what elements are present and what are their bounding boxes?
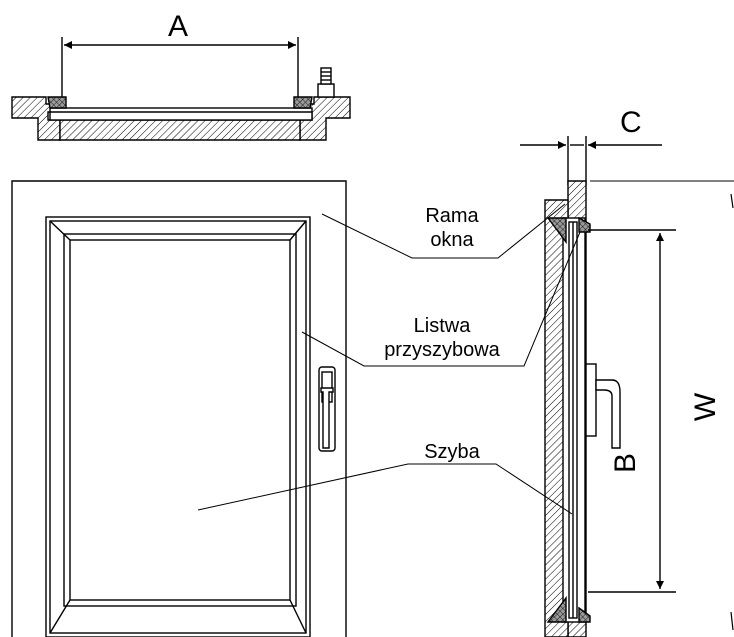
- leader-lines: [197, 203, 581, 515]
- front-view: [11, 180, 347, 637]
- listwa-przyszybowa-label: Listwa przyszybowa: [360, 314, 524, 362]
- rama-okna-line1: Rama: [425, 205, 479, 227]
- dimension-a-label: A: [168, 10, 189, 43]
- listwa-line2: przyszybowa: [384, 339, 500, 361]
- top-section-view: [11, 37, 351, 141]
- dimension-b-label: B: [609, 452, 643, 474]
- rama-okna-label: Rama okna: [406, 204, 498, 252]
- szyba-label: Szyba: [406, 440, 498, 464]
- side-section-view: [544, 136, 734, 637]
- szyba-text: Szyba: [424, 441, 480, 463]
- dimension-w-label: W: [689, 392, 723, 422]
- dimension-c-label: C: [620, 106, 642, 139]
- listwa-line1: Listwa: [413, 315, 471, 337]
- corner-ticks: [730, 193, 734, 631]
- rama-okna-line2: okna: [430, 229, 474, 251]
